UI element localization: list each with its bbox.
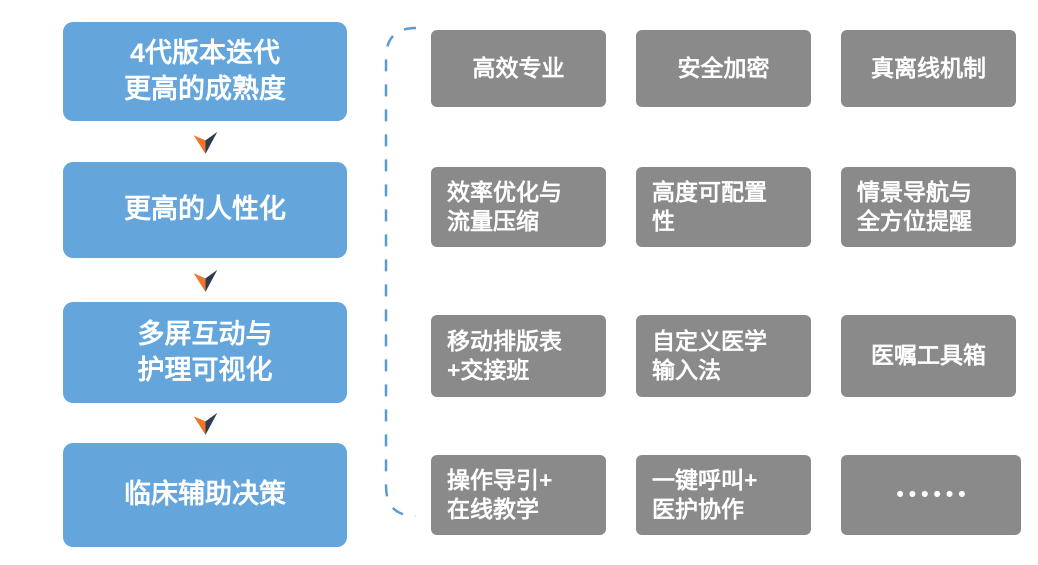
feature-label: 自定义医学 输入法: [652, 327, 767, 383]
feature-label: 高度可配置 性: [652, 178, 767, 234]
feature-box-more: ••••••: [841, 455, 1021, 535]
feature-label: 真离线机制: [871, 54, 986, 81]
dashed-brace: [384, 26, 417, 518]
feature-box: 医嘱工具箱: [841, 315, 1016, 397]
stage-box-2: 更高的人性化: [63, 162, 347, 258]
feature-label: 安全加密: [677, 54, 770, 81]
feature-label: 操作导引+ 在线教学: [447, 466, 553, 522]
feature-box: 效率优化与 流量压缩: [431, 167, 606, 247]
feature-box: 一键呼叫+ 医护协作: [636, 455, 811, 535]
feature-row-3: 移动排版表 +交接班 自定义医学 输入法 医嘱工具箱: [431, 315, 1021, 397]
down-arrow: [63, 121, 347, 162]
feature-row-4: 操作导引+ 在线教学 一键呼叫+ 医护协作 ••••••: [431, 455, 1021, 535]
stage-box-3: 多屏互动与 护理可视化: [63, 302, 347, 403]
feature-box: 高度可配置 性: [636, 167, 811, 247]
stage-label: 更高的人性化: [124, 194, 286, 225]
feature-box: 移动排版表 +交接班: [431, 315, 606, 397]
down-arrow-icon: [193, 131, 217, 154]
stage-box-1: 4代版本迭代 更高的成熟度: [63, 22, 347, 121]
feature-box: 真离线机制: [841, 30, 1016, 107]
down-arrow: [63, 403, 347, 443]
feature-label: 高效专业: [472, 54, 565, 81]
feature-box: 高效专业: [431, 30, 606, 107]
feature-row-1: 高效专业 安全加密 真离线机制: [431, 30, 1021, 107]
feature-grid: 高效专业 安全加密 真离线机制 效率优化与 流量压缩 高度可配置 性 情景导航与…: [431, 30, 1021, 535]
stage-box-4: 临床辅助决策: [63, 443, 347, 547]
feature-label: 一键呼叫+ 医护协作: [652, 466, 758, 522]
feature-label: 移动排版表 +交接班: [447, 327, 562, 383]
feature-box: 安全加密: [636, 30, 811, 107]
down-arrow: [63, 258, 347, 302]
feature-label: 情景导航与 全方位提醒: [857, 178, 972, 234]
feature-box: 情景导航与 全方位提醒: [841, 167, 1016, 247]
feature-box: 自定义医学 输入法: [636, 315, 811, 397]
feature-label: 医嘱工具箱: [871, 342, 986, 369]
feature-label: 效率优化与 流量压缩: [447, 178, 562, 234]
down-arrow-icon: [193, 412, 217, 435]
stage-label: 临床辅助决策: [124, 479, 286, 510]
feature-row-2: 效率优化与 流量压缩 高度可配置 性 情景导航与 全方位提醒: [431, 167, 1021, 247]
stage-label: 多屏互动与 护理可视化: [137, 318, 273, 385]
down-arrow-icon: [193, 269, 217, 292]
stage-label: 4代版本迭代 更高的成熟度: [124, 37, 286, 104]
stage-column: 4代版本迭代 更高的成熟度 更高的人性化 多屏互动与 护理可视化: [63, 22, 347, 547]
feature-box: 操作导引+ 在线教学: [431, 455, 606, 535]
more-dots: ••••••: [896, 482, 971, 506]
